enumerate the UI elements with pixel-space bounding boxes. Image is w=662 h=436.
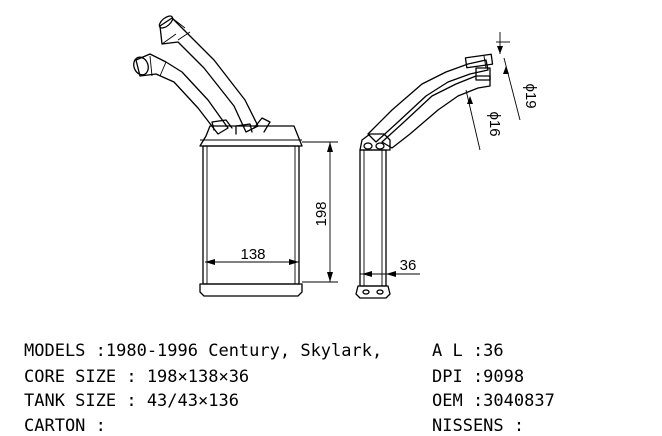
side-pipe-lower [381, 75, 491, 149]
core-size-spec: CORE SIZE : 198×138×36 [24, 367, 250, 387]
core-height-label: 198 [313, 201, 330, 226]
svg-text:ϕ16: ϕ16 [486, 111, 503, 136]
side-view: 36 ϕ19 ϕ16 [355, 32, 539, 299]
front-view: 198 138 [133, 15, 338, 297]
top-tank [199, 125, 303, 147]
side-pipe-upper [367, 59, 489, 143]
pipe-inner-label: 16 [486, 120, 503, 137]
inlet-pipe [158, 15, 259, 133]
nissens-spec: NISSENS : [432, 416, 525, 436]
core-depth-label: 36 [400, 257, 417, 274]
models-spec: MODELS :1980-1996 Century, Skylark, [24, 341, 383, 361]
al-spec: A L :36 [432, 341, 504, 361]
carton-spec: CARTON : [24, 416, 106, 436]
svg-text:ϕ19: ϕ19 [522, 83, 539, 108]
dpi-spec: DPI :9098 [432, 367, 525, 387]
tank-size-spec: TANK SIZE : 43/43×136 [24, 391, 239, 411]
pipe-outer-label: 19 [522, 92, 539, 109]
pipe-outer-symbol: ϕ [522, 83, 539, 91]
outlet-pipe [133, 53, 229, 135]
pipe-inner-symbol: ϕ [486, 111, 503, 119]
bottom-tank [199, 283, 303, 297]
core-width-label: 138 [240, 246, 265, 263]
oem-spec: OEM :3040837 [432, 391, 555, 411]
front-core [202, 145, 300, 285]
